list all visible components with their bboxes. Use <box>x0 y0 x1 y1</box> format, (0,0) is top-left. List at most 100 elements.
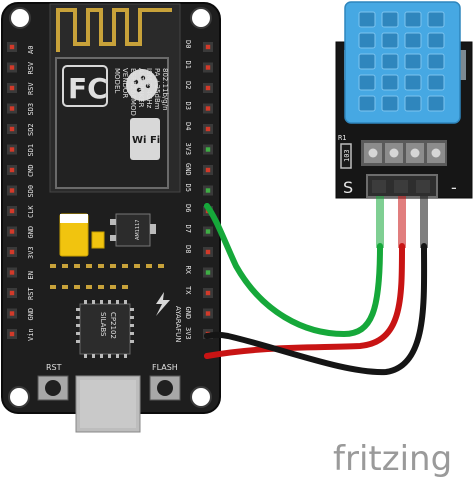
header-pin-left-0[interactable] <box>7 42 17 52</box>
module-text-line: 802.11b/g/n <box>161 68 169 111</box>
pin-label-right-4: D4 <box>184 122 192 130</box>
header-pin-left-7[interactable] <box>7 185 17 196</box>
pin-label-left-1: RSV <box>27 61 35 74</box>
grill-slot <box>358 74 376 91</box>
pin-label-right-9: D7 <box>184 225 192 233</box>
header-pin-left-2[interactable] <box>7 83 17 93</box>
pin-label-right-11: RX <box>184 266 192 275</box>
header-pin-right-11[interactable] <box>203 267 213 278</box>
grill-slot <box>358 53 376 70</box>
grill-slot <box>358 11 376 28</box>
header-pin-right-6[interactable] <box>203 165 213 175</box>
header-pin-left-11[interactable] <box>7 267 17 278</box>
sensor-pin-label-s: S <box>343 178 353 197</box>
header-pin-left-13[interactable] <box>7 308 17 319</box>
pin-label-left-12: RST <box>27 287 35 300</box>
header-pin-right-3[interactable] <box>203 103 213 114</box>
pullup-resistor <box>340 143 352 169</box>
wire-signal-green <box>204 203 383 338</box>
left-pin-header <box>7 42 17 339</box>
grill-slot <box>381 74 399 91</box>
pin-label-left-2: RSV <box>27 82 35 95</box>
nodemcu-board: A0RSVRSVSD3SD2SD1CMDSD0CLKGND3V3ENRSTGND… <box>1 2 221 433</box>
header-pin-right-5[interactable] <box>203 144 213 155</box>
grill-slot <box>404 32 422 49</box>
mount-hole-br <box>190 386 212 408</box>
header-pin-left-4[interactable] <box>7 124 17 134</box>
mount-hole-tr <box>190 7 212 29</box>
pin-label-left-7: SD0 <box>27 185 35 198</box>
resistor-label: R1 <box>338 134 346 142</box>
grill-slot <box>404 11 422 28</box>
vendor-logo-icon <box>126 69 158 101</box>
lightning-icon <box>156 292 170 316</box>
pin-label-right-1: D1 <box>184 61 192 69</box>
smd-pad-row <box>50 264 164 289</box>
pin-label-right-14: 3V3 <box>184 327 192 340</box>
header-pin-left-1[interactable] <box>7 62 17 73</box>
header-pin-right-7[interactable] <box>203 185 213 196</box>
fritzing-watermark: fritzing <box>333 439 452 479</box>
grill-slot <box>404 95 422 112</box>
header-pin-right-1[interactable] <box>203 62 213 73</box>
pin-label-right-0: D0 <box>184 40 192 48</box>
header-pin-right-12[interactable] <box>203 288 213 298</box>
rst-label: RST <box>46 363 62 372</box>
header-pin-left-5[interactable] <box>7 144 17 155</box>
pin-label-left-10: 3V3 <box>27 246 35 259</box>
grill-slot <box>381 95 399 112</box>
header-pin-right-2[interactable] <box>203 83 213 93</box>
header-pin-right-4[interactable] <box>203 124 213 134</box>
pin-label-right-8: D6 <box>184 204 192 212</box>
pin-label-left-13: GND <box>27 308 35 321</box>
module-text-line: ISM 2.4GHz <box>145 68 153 109</box>
header-pin-right-9[interactable] <box>203 226 213 237</box>
pin-label-left-4: SD2 <box>27 123 35 136</box>
pin-label-left-8: CLK <box>27 205 35 218</box>
voltage-regulator: AM1117 <box>110 213 156 247</box>
grill-slot <box>427 32 445 49</box>
grill-slot <box>381 11 399 28</box>
resistor-value: 103 <box>343 149 351 162</box>
module-text-line: VENDOR <box>121 68 129 98</box>
grill-slot <box>404 74 422 91</box>
pin-label-left-11: EN <box>27 271 35 279</box>
svg-text:AM1117: AM1117 <box>135 220 141 240</box>
header-pin-left-10[interactable] <box>7 247 17 257</box>
grill-slot <box>427 95 445 112</box>
wire-gnd-black <box>204 243 428 376</box>
pcb-antenna <box>56 8 172 52</box>
sensor-grill <box>358 11 445 112</box>
sensor-pin-label-minus: - <box>451 178 457 197</box>
module-text-line: ESP8266MOD <box>129 68 137 116</box>
wire-vcc-red <box>204 243 405 359</box>
module-text-line: PA +25dBm <box>153 68 161 110</box>
header-pin-left-14[interactable] <box>7 329 17 339</box>
pin-label-right-6: GND <box>184 163 192 176</box>
pin-label-right-10: D8 <box>184 245 192 253</box>
rst-button[interactable] <box>37 375 69 401</box>
flash-button[interactable] <box>149 375 181 401</box>
header-pin-right-13[interactable] <box>203 308 213 319</box>
wifi-logo: Wi Fi <box>132 135 160 146</box>
module-text-line: AI-THINKER <box>137 68 145 108</box>
small-capacitor <box>91 231 105 249</box>
pin-label-right-2: D2 <box>184 81 192 89</box>
header-pin-left-6[interactable] <box>7 165 17 175</box>
header-pin-left-8[interactable] <box>7 206 17 216</box>
right-pin-header <box>203 42 213 339</box>
pin-label-left-0: A0 <box>27 46 35 54</box>
header-pin-left-3[interactable] <box>7 103 17 114</box>
header-pin-left-12[interactable] <box>7 288 17 298</box>
pin-label-left-14: Vin <box>27 328 35 341</box>
header-pin-right-10[interactable] <box>203 247 213 257</box>
wires <box>204 196 428 376</box>
grill-slot <box>427 53 445 70</box>
header-pin-left-9[interactable] <box>7 226 17 237</box>
left-pin-labels: A0RSVRSVSD3SD2SD1CMDSD0CLKGND3V3ENRSTGND… <box>27 46 35 341</box>
header-pin-right-0[interactable] <box>203 42 213 52</box>
dht11-sensor-module: R1 103 S - <box>335 1 473 199</box>
